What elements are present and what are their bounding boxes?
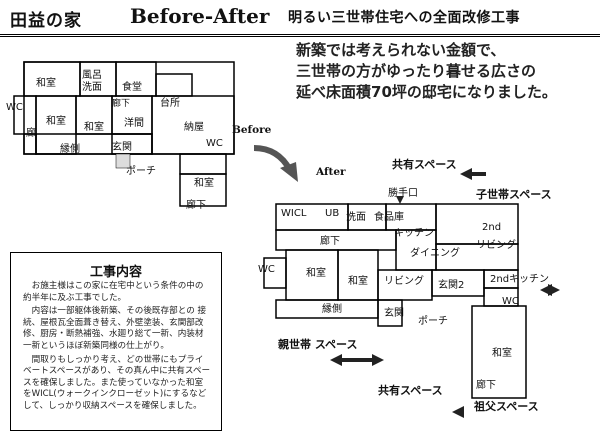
- after-room-wicl: WICL: [281, 208, 307, 219]
- before-room-15: WC: [206, 138, 223, 149]
- before-room-1: 和室: [36, 78, 56, 89]
- before-room-8: 廊下: [112, 99, 131, 109]
- before-room-17: 廊下: [186, 200, 206, 211]
- after-room-entrance: 玄関: [384, 308, 404, 319]
- after-room-engawa: 縁側: [322, 304, 342, 315]
- shared-space-bottom: 共有スペース: [378, 384, 443, 397]
- child-space: 子世帯スペース: [476, 188, 552, 201]
- intro-line-3: 延べ床面積70坪の邸宅になりました。: [296, 83, 557, 101]
- construction-panel: 工事内容 お施主様はこの家に在宅中という条件の中の約半年に及ぶ工事でした。 内容…: [10, 252, 222, 431]
- after-room-2nd-kitchen: 2ndキッチン: [490, 274, 550, 285]
- before-floor-plan: [13, 61, 235, 207]
- panel-para-2: 内容は一部躯体後新築、その後既存部との 接続、屋根瓦全面葺き替え、外壁塗装、玄関…: [23, 306, 207, 351]
- parent-space: 親世帯 スペース: [278, 338, 358, 351]
- before-room-18: 廊: [26, 128, 36, 139]
- before-room-7: 和室: [84, 122, 104, 133]
- shared-space-top: 共有スペース: [392, 158, 457, 171]
- before-room-12: 玄関: [112, 142, 132, 153]
- panel-para-3: 間取りもしっかり考え、どの世帯にもプライベートスペースがあり、その真ん中に共有ス…: [23, 354, 211, 411]
- after-room-washitsu-3: 和室: [492, 348, 512, 359]
- after-room-ub: UB: [325, 208, 340, 219]
- after-label: After: [316, 166, 346, 178]
- after-room-wc: WC: [502, 296, 519, 307]
- project-subtitle: 明るい三世帯住宅への全面改修工事: [288, 10, 520, 26]
- transition-arrow-icon: [253, 145, 298, 182]
- after-room-washitsu-1: 和室: [306, 268, 326, 279]
- after-room-hallway: 廊下: [320, 236, 340, 247]
- after-room-living: リビング: [384, 276, 424, 287]
- before-room-14: ポーチ: [126, 166, 156, 177]
- before-room-5: 台所: [160, 98, 180, 109]
- before-room-4: 食堂: [122, 82, 142, 93]
- after-room-washroom: 洗面: [346, 212, 366, 223]
- project-title: 田益の家: [10, 11, 82, 31]
- intro-line-2: 三世帯の方がゆったり暮せる広さの: [296, 62, 537, 80]
- header-bar: 田益の家 Before-After 明るい三世帯住宅への全面改修工事: [0, 0, 600, 37]
- after-room-kitchen: キッチン: [394, 228, 434, 239]
- after-room-living-2: リビング: [476, 240, 516, 251]
- intro-text: 新築では考えられない金額で、 三世帯の方がゆったり暮せる広さの 延べ床面積70坪…: [296, 40, 596, 103]
- before-room-11: 縁側: [60, 144, 80, 155]
- after-room-washitsu-2: 和室: [348, 276, 368, 287]
- before-room-9: 洋間: [124, 118, 144, 129]
- before-after-title: Before-After: [130, 4, 270, 28]
- panel-title: 工事内容: [89, 265, 142, 280]
- panel-body: お施主様はこの家に在宅中という条件の中の約半年に及ぶ工事でした。 内容は一部躯体…: [23, 281, 211, 415]
- before-room-3: 洗面: [82, 82, 102, 93]
- before-room-6: 和室: [46, 116, 66, 127]
- after-room-porch: ポーチ: [418, 316, 448, 327]
- back-door-label: 勝手口: [388, 188, 418, 199]
- after-room-dining: ダイニング: [410, 248, 460, 259]
- before-label: Before: [232, 124, 272, 136]
- before-room-16: 和室: [194, 178, 214, 189]
- after-room-entrance-2: 玄関2: [438, 280, 465, 291]
- after-room-hallway-2: 廊下: [476, 380, 496, 391]
- after-room-wc-2: WC: [258, 264, 275, 275]
- panel-para-1: お施主様はこの家に在宅中という条件の中の約半年に及ぶ工事でした。: [23, 281, 204, 303]
- before-room-13: WC: [6, 102, 23, 113]
- after-floor-plan: [263, 203, 527, 399]
- grandfather-space: 祖父スペース: [474, 400, 539, 413]
- before-room-2: 風呂: [82, 70, 102, 81]
- after-room-pantry: 食品庫: [374, 212, 404, 223]
- before-room-10: 納屋: [184, 122, 204, 133]
- intro-line-1: 新築では考えられない金額で、: [296, 41, 506, 59]
- after-room-2nd: 2nd: [482, 222, 502, 233]
